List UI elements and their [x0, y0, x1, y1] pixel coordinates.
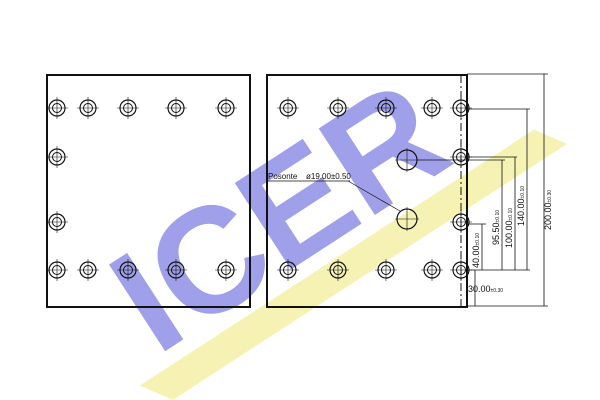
- rivet-hole: [117, 259, 139, 281]
- rivet-hole: [375, 259, 397, 281]
- rivet-hole: [46, 211, 68, 233]
- rivet-hole: [450, 211, 472, 233]
- dim-140-tol: ±0.10: [520, 186, 526, 199]
- rivet-hole: [46, 97, 68, 119]
- rivet-hole: [77, 259, 99, 281]
- left-plate: [46, 74, 251, 308]
- svg-text:40.00±0.10: 40.00±0.10: [471, 233, 481, 268]
- callout-value: ø19.00±0.50: [306, 172, 351, 181]
- rivet-hole: [421, 259, 443, 281]
- rivet-hole: [77, 97, 99, 119]
- callout-label: Posonte: [268, 172, 298, 181]
- rivet-hole: [46, 259, 68, 281]
- right-plate: [266, 74, 468, 308]
- svg-text:100.00±0.10: 100.00±0.10: [504, 208, 514, 248]
- rivet-hole: [215, 97, 237, 119]
- dim-40-tol: ±0.10: [475, 233, 481, 246]
- dimension-labels: 200.00±0.30 140.00±0.10 100.00±0.10 95.5…: [468, 186, 553, 294]
- svg-text:200.00±0.30: 200.00±0.30: [543, 190, 553, 230]
- dim-30-tol: ±0.30: [491, 288, 504, 294]
- rivet-hole: [327, 97, 349, 119]
- dimension-lines: [418, 73, 548, 307]
- rivet-hole: [421, 97, 443, 119]
- rivet-hole: [277, 97, 299, 119]
- hole-callout: Posonte ø19.00±0.50: [268, 172, 401, 212]
- dim-40: 40.00: [471, 245, 481, 268]
- rivet-hole: [215, 259, 237, 281]
- rivet-hole: [450, 97, 472, 119]
- rivet-hole: [277, 259, 299, 281]
- dim-200: 200.00: [543, 202, 553, 230]
- svg-text:95.50±0.10: 95.50±0.10: [491, 210, 501, 245]
- rivet-hole: [375, 97, 397, 119]
- rivet-hole: [327, 259, 349, 281]
- rivet-holes: [46, 97, 472, 281]
- dim-200-tol: ±0.30: [547, 190, 553, 203]
- svg-text:30.00±0.30: 30.00±0.30: [468, 284, 503, 294]
- dim-95-5: 95.50: [491, 222, 501, 245]
- dim-100-tol: ±0.10: [508, 208, 514, 221]
- dim-95-5-tol: ±0.10: [495, 210, 501, 223]
- rivet-hole: [46, 146, 68, 168]
- icer-watermark: ICER: [83, 47, 568, 400]
- dim-140: 140.00: [516, 198, 526, 226]
- dim-100: 100.00: [504, 220, 514, 248]
- svg-text:140.00±0.10: 140.00±0.10: [516, 186, 526, 226]
- dim-30: 30.00: [468, 284, 491, 294]
- large-hole: [395, 148, 419, 231]
- rivet-hole: [117, 97, 139, 119]
- rivet-hole: [165, 97, 187, 119]
- rivet-hole: [165, 259, 187, 281]
